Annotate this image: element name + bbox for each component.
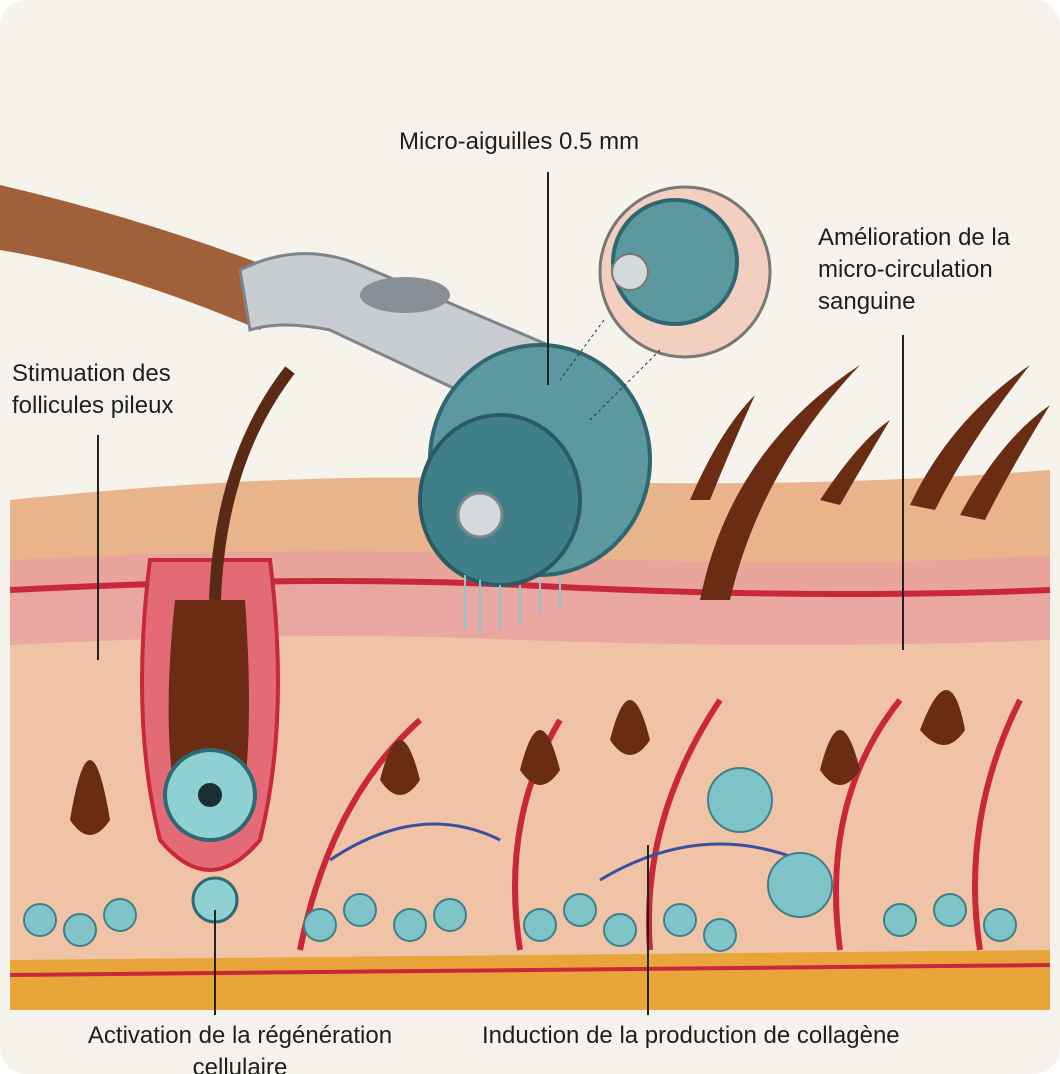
label-collagen: Induction de la production de collagène <box>482 1022 900 1049</box>
label-micro-needles: Micro-aiguilles 0.5 mm <box>399 128 640 155</box>
leader-lines <box>97 172 904 1015</box>
fat-layer <box>10 950 1050 1010</box>
dermaroller <box>0 185 652 635</box>
label-hair-follicles: Stimuation des follicules pileux <box>12 360 174 419</box>
blood-vessels <box>297 698 1023 951</box>
cells <box>23 767 1017 952</box>
label-cell-regeneration: Activation de la régénération cellulaire <box>87 1022 393 1074</box>
needle-magnifier <box>559 185 772 421</box>
hair-follicle <box>140 366 295 924</box>
label-microcirculation: Amélioration de la micro-circulation san… <box>818 224 1011 315</box>
hairs <box>70 365 1050 835</box>
